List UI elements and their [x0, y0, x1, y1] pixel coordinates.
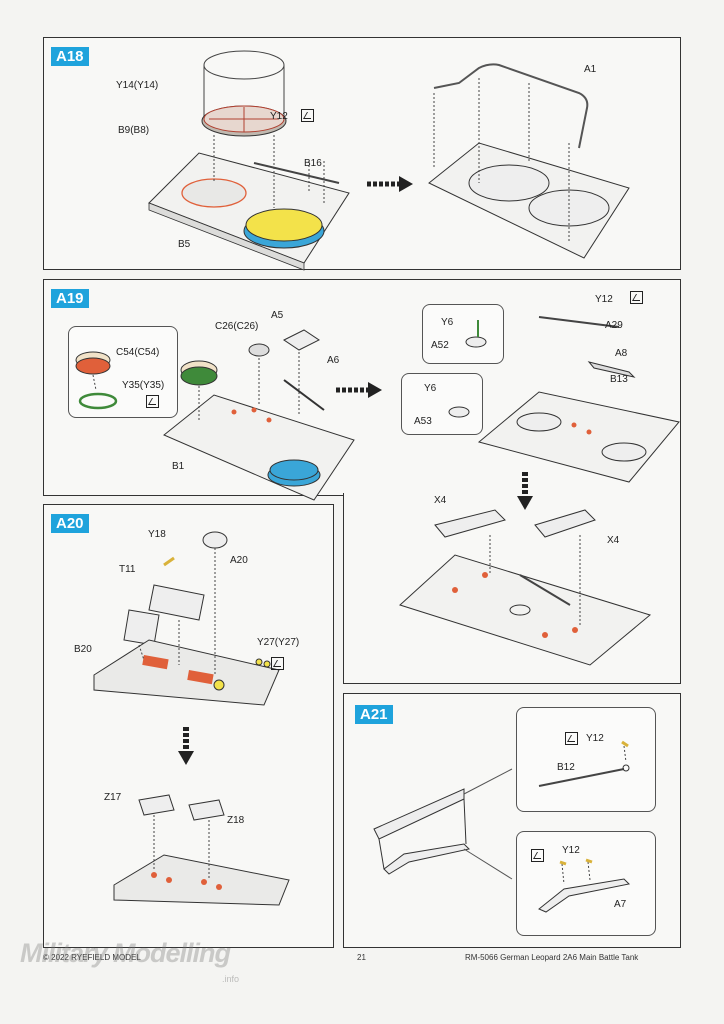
label-y14: Y14(Y14) — [116, 80, 159, 91]
pe-part-icon — [531, 849, 544, 862]
footer-page-number: 21 — [357, 953, 366, 962]
footer-product: RM-5066 German Leopard 2A6 Main Battle T… — [465, 953, 639, 962]
pe-part-icon — [630, 291, 643, 304]
a19-callout-content — [75, 351, 118, 410]
label-x4-left: X4 — [434, 495, 447, 506]
down-arrow — [517, 472, 533, 510]
a18-right-diagram — [428, 63, 630, 259]
label-b5: B5 — [178, 239, 191, 250]
step-a20-panel: A20 Y18 A20 T11 Y27(Y27) B20 Z17 Z18 — [43, 504, 334, 948]
label-y6-b: Y6 — [424, 383, 437, 394]
step-a21-panel: A21 Y12 B12 Y12 A7 — [343, 693, 681, 948]
label-y27: Y27(Y27) — [257, 637, 300, 648]
label-b13: B13 — [610, 374, 628, 385]
step-a21-tag: A21 — [355, 705, 393, 724]
label-a29: A29 — [605, 320, 623, 331]
label-a53: A53 — [414, 416, 432, 427]
pe-part-icon — [301, 109, 314, 122]
label-a20: A20 — [230, 555, 248, 566]
next-step-arrow — [336, 382, 382, 398]
a18-left-diagram — [148, 50, 350, 271]
pe-part-icon — [565, 732, 578, 745]
a20-top-diagram — [93, 531, 280, 706]
label-y12-b: Y12 — [562, 845, 580, 856]
step-a20-tag: A20 — [51, 514, 89, 533]
label-z17: Z17 — [104, 792, 122, 803]
a21-b12-part — [538, 740, 630, 787]
a19-callout-a53 — [401, 373, 483, 435]
label-a52: A52 — [431, 340, 449, 351]
watermark-logo: Military Modelling — [20, 938, 231, 968]
label-y12: Y12 — [270, 111, 288, 122]
a19-callout-parts — [448, 320, 487, 418]
label-y12: Y12 — [595, 294, 613, 305]
label-y12-a: Y12 — [586, 733, 604, 744]
label-c26: C26(C26) — [215, 321, 259, 332]
step-a18-panel: A18 Y14(Y14) B9(B8) Y12 B16 B5 — [43, 37, 681, 271]
a20-bottom-diagram — [113, 794, 290, 906]
label-b16: B16 — [304, 158, 322, 169]
a21-callout-b12 — [516, 707, 656, 812]
label-t11: T11 — [119, 564, 136, 575]
step-a19-tag: A19 — [51, 289, 89, 308]
label-b9: B9(B8) — [118, 125, 150, 136]
label-y6-a: Y6 — [441, 317, 454, 328]
label-z18: Z18 — [227, 815, 245, 826]
label-x4-right: X4 — [607, 535, 620, 546]
footer-copyright: © 2022 RYEFIELD MODEL — [43, 953, 141, 962]
a19-lower-diagram — [399, 509, 652, 666]
label-a6: A6 — [327, 355, 340, 366]
a21-main-diagram — [373, 768, 513, 880]
label-b12: B12 — [557, 762, 575, 773]
label-a1: A1 — [584, 64, 597, 75]
label-a8: A8 — [615, 348, 628, 359]
label-a7: A7 — [614, 899, 627, 910]
label-b1: B1 — [172, 461, 185, 472]
label-y35: Y35(Y35) — [122, 380, 165, 391]
a19-left-diagram — [163, 329, 355, 501]
label-c54: C54(C54) — [116, 347, 160, 358]
next-step-arrow — [367, 176, 413, 192]
pe-part-icon — [146, 395, 159, 408]
a21-a7-part — [538, 858, 631, 913]
label-y18: Y18 — [148, 529, 166, 540]
label-a5: A5 — [271, 310, 284, 321]
step-a19-panel: A19 C54(C54) Y35(Y35) C26(C26) A5 A6 B1 … — [43, 279, 681, 501]
a19-right-diagram — [477, 316, 680, 483]
pe-part-icon — [271, 657, 284, 670]
down-arrow — [178, 727, 194, 765]
a19-callout-a52 — [422, 304, 504, 364]
label-b20: B20 — [74, 644, 92, 655]
step-a18-tag: A18 — [51, 47, 89, 66]
watermark-sub: .info — [222, 974, 240, 984]
